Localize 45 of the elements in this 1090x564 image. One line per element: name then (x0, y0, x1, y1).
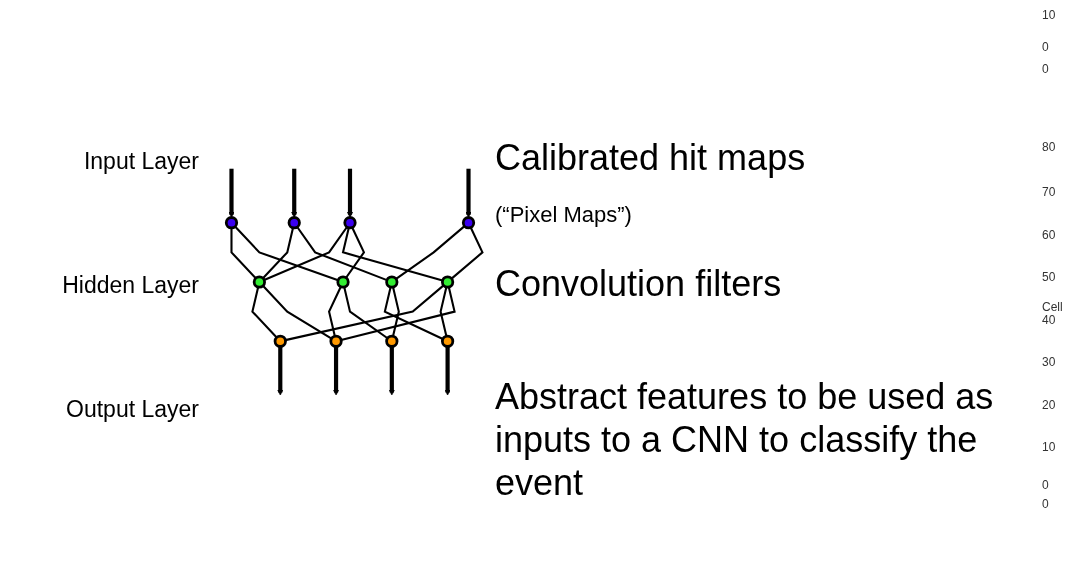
connector (285, 284, 445, 342)
connector (439, 286, 448, 337)
arrow (444, 346, 451, 396)
arrow (291, 168, 298, 218)
tick-label: 0 (1042, 478, 1049, 492)
layer-description: Calibrated hit maps (495, 136, 806, 180)
connector (263, 226, 348, 281)
layer-label: Output Layer (66, 396, 199, 423)
tick-label: 30 (1042, 355, 1056, 369)
connector (395, 225, 466, 280)
tick-label: 70 (1042, 185, 1056, 199)
connector (392, 286, 400, 337)
arrow (346, 168, 354, 218)
connector (296, 226, 388, 282)
connector (341, 227, 443, 282)
layer-note: (“Pixel Maps”) (495, 202, 632, 228)
arrow (388, 346, 395, 396)
tick-label: 0 (1042, 497, 1049, 511)
connector (340, 286, 456, 341)
connector (262, 285, 333, 340)
arrow (333, 346, 340, 396)
tick-label: 50 (1042, 270, 1056, 284)
arrow (465, 168, 472, 218)
axis-label: Cell (1042, 300, 1063, 314)
connector (328, 286, 342, 337)
tick-label: 10 (1042, 440, 1056, 454)
tick-label: 80 (1042, 140, 1056, 154)
connector (230, 227, 257, 279)
arrow (277, 346, 284, 396)
layer-label: Hidden Layer (62, 272, 199, 299)
connector (234, 225, 339, 282)
tick-label: 60 (1042, 228, 1056, 242)
connector (251, 286, 278, 339)
layer-label: Input Layer (83, 148, 199, 175)
connector (383, 286, 444, 340)
connector (262, 227, 295, 279)
layer-description: Abstract features to be used as inputs to a CNN to classify the event (495, 375, 995, 505)
tick-label: 40 (1042, 313, 1056, 327)
tick-label: 10 (1042, 8, 1056, 22)
tick-label: 0 (1042, 40, 1049, 54)
tick-label: 20 (1042, 398, 1056, 412)
layer-description: Convolution filters (495, 262, 782, 306)
connector (343, 286, 389, 340)
arrow (228, 168, 235, 218)
tick-label: 0 (1042, 62, 1049, 76)
